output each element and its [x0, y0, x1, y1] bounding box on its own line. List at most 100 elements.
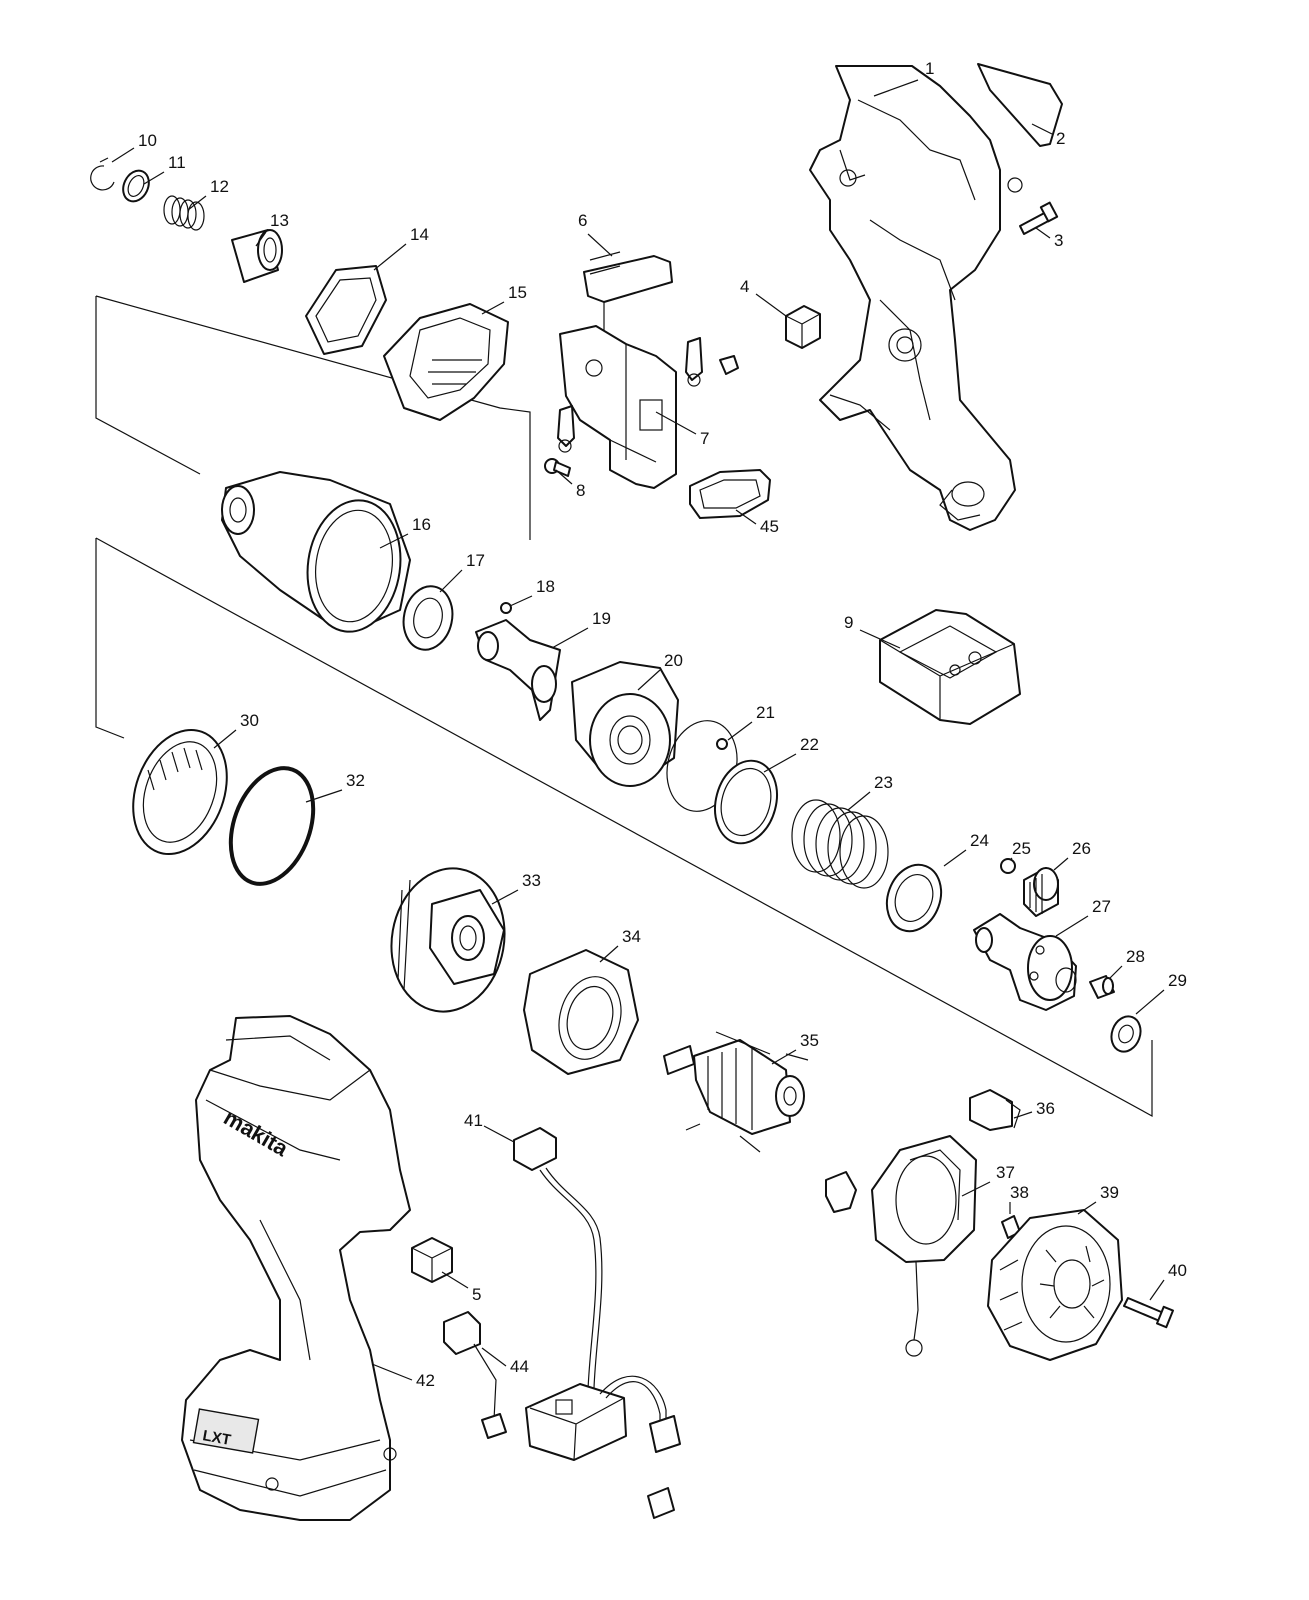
leader-line-14 — [373, 243, 407, 271]
leader-line-36 — [1013, 1111, 1033, 1119]
part-35-rotor — [663, 1031, 809, 1153]
leader-line-3 — [1035, 227, 1051, 239]
part-18-steel-ball — [500, 602, 512, 614]
callout-number-26: 26 — [1072, 839, 1091, 858]
battery-badge: LXT — [201, 1427, 232, 1449]
leader-line-42 — [371, 1363, 413, 1381]
part-44-switch-board — [525, 1375, 681, 1519]
leader-line-16 — [379, 533, 409, 549]
callout-number-40: 40 — [1168, 1261, 1187, 1280]
part-26-planet-gear — [1023, 867, 1059, 917]
callout-number-29: 29 — [1168, 971, 1187, 990]
leader-line-12 — [187, 195, 207, 211]
callout-number-3: 3 — [1054, 231, 1063, 250]
part-16-hammer-case — [221, 471, 411, 633]
leader-line-6 — [587, 233, 613, 257]
leader-line-35 — [771, 1049, 797, 1065]
callout-number-28: 28 — [1126, 947, 1145, 966]
callout-number-35: 35 — [800, 1031, 819, 1050]
callout-number-19: 19 — [592, 609, 611, 628]
leader-line-13 — [255, 231, 267, 247]
leader-line-2 — [1031, 123, 1053, 135]
callout-number-8: 8 — [576, 481, 585, 500]
part-15-hammer-cover — [383, 303, 509, 421]
part-10-circlip — [90, 157, 115, 191]
callout-number-21: 21 — [756, 703, 775, 722]
leader-line-37 — [961, 1181, 991, 1197]
part-27-spindle — [973, 913, 1077, 1011]
part-7-terminals — [557, 337, 739, 453]
part-17-washer — [402, 585, 454, 651]
leader-line-23 — [847, 791, 871, 811]
part-6-trigger — [583, 251, 673, 330]
part-45-seal — [689, 469, 771, 519]
group-lines — [95, 295, 1153, 1118]
callout-number-42: 42 — [416, 1371, 435, 1390]
callout-number-44: 44 — [510, 1357, 529, 1376]
leader-line-32 — [305, 789, 343, 803]
leader-line-9 — [859, 629, 901, 649]
part-12-spring — [163, 195, 205, 231]
leader-line-29 — [1135, 989, 1165, 1015]
callout-number-33: 33 — [522, 871, 541, 890]
leader-line-39 — [1077, 1201, 1097, 1215]
leader-line-10 — [111, 147, 135, 163]
callout-number-24: 24 — [970, 831, 989, 850]
part-40-screw — [1123, 1297, 1175, 1329]
leader-line-15 — [481, 301, 505, 315]
part-5-rubber-block — [411, 1237, 453, 1283]
leader-line-21 — [727, 721, 753, 741]
leader-line-44 — [481, 1347, 507, 1367]
callout-number-7: 7 — [700, 429, 709, 448]
part-37-terminal-clip — [825, 1171, 857, 1213]
leader-line-28 — [1109, 965, 1123, 979]
callout-number-12: 12 — [210, 177, 229, 196]
part-9-controller — [879, 609, 1021, 725]
leader-line-26 — [1053, 857, 1069, 871]
part-37-stator — [871, 1135, 977, 1357]
callout-number-23: 23 — [874, 773, 893, 792]
leader-line-4 — [755, 293, 787, 317]
callout-number-22: 22 — [800, 735, 819, 754]
part-20-hammer — [571, 661, 679, 787]
part-14-ring-cover — [305, 265, 387, 355]
part-25-steel-ball — [1000, 858, 1016, 874]
part-36-clip — [969, 1089, 1021, 1131]
part-8-screw — [544, 458, 571, 477]
callout-number-17: 17 — [466, 551, 485, 570]
leader-line-18 — [509, 595, 533, 607]
part-22-washer — [714, 759, 778, 845]
callout-number-39: 39 — [1100, 1183, 1119, 1202]
part-1-housing-half — [809, 65, 1023, 531]
part-4-rubber-block — [785, 305, 821, 349]
leader-line-25 — [1009, 857, 1013, 861]
leader-line-7 — [655, 411, 697, 435]
part-13-sleeve — [231, 229, 283, 283]
part-33-gear-housing — [390, 867, 506, 1013]
part-41-connector-wire — [513, 1127, 603, 1391]
callout-number-14: 14 — [410, 225, 429, 244]
part-11-washer — [122, 169, 150, 203]
leader-line-33 — [491, 889, 519, 905]
part-44-sensor-harness — [443, 1311, 507, 1439]
callout-number-37: 37 — [996, 1163, 1015, 1182]
callout-number-4: 4 — [740, 277, 749, 296]
part-3-screw — [1019, 201, 1059, 235]
leader-line-24 — [943, 849, 967, 867]
callout-number-16: 16 — [412, 515, 431, 534]
callout-number-11: 11 — [168, 153, 186, 172]
callout-number-36: 36 — [1036, 1099, 1055, 1118]
leader-line-20 — [637, 669, 661, 691]
callout-number-1: 1 — [925, 59, 934, 78]
part-39-fan-cover — [987, 1209, 1123, 1361]
part-23-compression-spring — [791, 799, 889, 889]
callout-number-32: 32 — [346, 771, 365, 790]
part-30-front-ring — [132, 729, 228, 855]
callout-number-34: 34 — [622, 927, 641, 946]
leader-line-11 — [143, 171, 165, 185]
callout-number-18: 18 — [536, 577, 555, 596]
callout-number-5: 5 — [472, 1285, 481, 1304]
leader-line-8 — [555, 469, 573, 485]
